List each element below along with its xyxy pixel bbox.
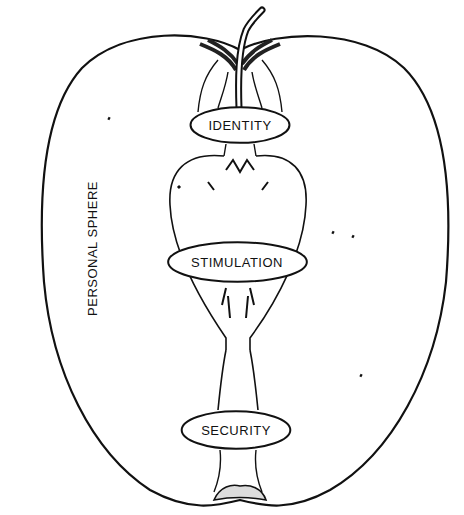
value-label: SECURITY (201, 423, 271, 438)
value-ellipse: SECURITY (180, 410, 292, 450)
value-ellipse: STIMULATION (166, 241, 309, 283)
value-label: STIMULATION (191, 255, 283, 270)
sphere-label: PERSONAL SPHERE (84, 181, 99, 316)
value-ellipse: IDENTITY (189, 106, 291, 144)
value-label: IDENTITY (208, 118, 271, 133)
